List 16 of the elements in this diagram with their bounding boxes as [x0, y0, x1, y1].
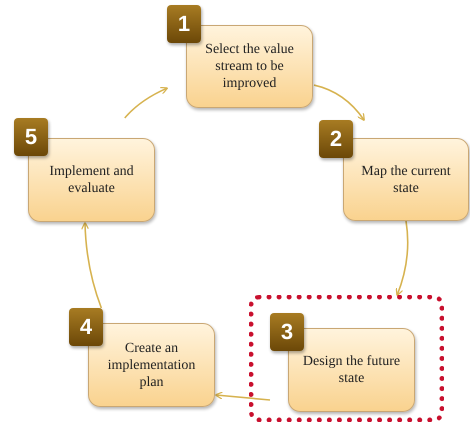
step-number: 3	[270, 313, 304, 351]
highlight-frame	[249, 295, 444, 422]
arrow	[81, 222, 102, 308]
step-text: Create an implementation plan	[106, 340, 196, 390]
arrow	[214, 391, 270, 401]
step-number: 4	[69, 308, 103, 346]
arrow	[314, 84, 366, 122]
step-number: 2	[319, 120, 353, 158]
step-text: Design the future state	[302, 353, 402, 387]
step-text: Select the value stream to be improved	[204, 41, 295, 92]
step-text: Map the current state	[360, 162, 452, 196]
step-number: 1	[167, 5, 201, 43]
step-number: 5	[14, 118, 48, 156]
step-text: Implement and evaluate	[48, 163, 135, 197]
arrow	[124, 87, 168, 119]
arrow	[396, 220, 408, 296]
